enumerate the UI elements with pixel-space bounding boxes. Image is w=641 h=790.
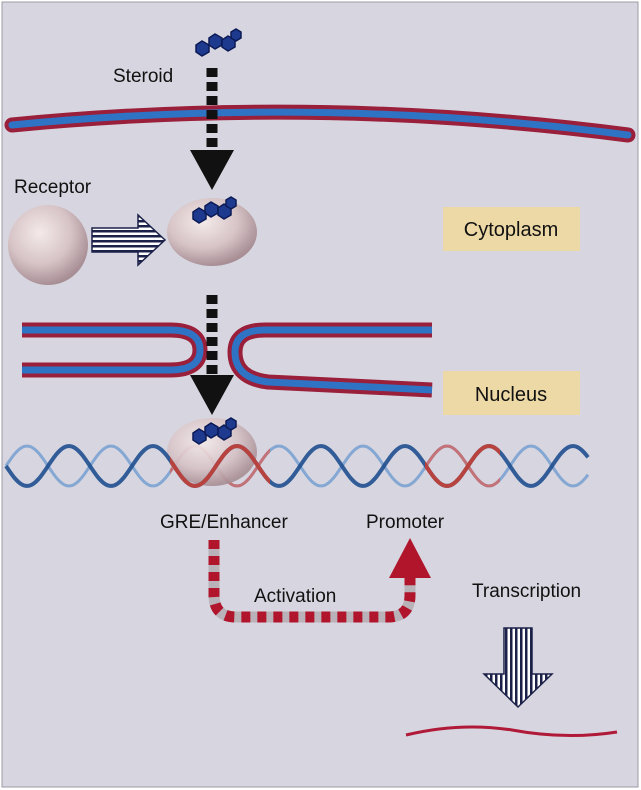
activation-arrow — [208, 538, 431, 623]
promoter-label: Promoter — [366, 512, 445, 533]
gre-enhancer-label: GRE/Enhancer — [160, 512, 288, 533]
receptor-on-dna — [167, 417, 257, 486]
dna-strand-back — [4, 444, 590, 488]
steroid-molecule-icon — [195, 28, 242, 57]
nucleus-label: Nucleus — [475, 384, 547, 406]
nucleus-box: Nucleus — [443, 371, 580, 415]
receptor-icon — [8, 205, 88, 285]
cytoplasm-label: Cytoplasm — [464, 219, 558, 241]
dna-strand-segment — [425, 444, 500, 488]
receptor-label: Receptor — [14, 177, 92, 198]
cell-membrane — [4, 104, 636, 143]
dna-strand-front — [4, 444, 590, 488]
steroid-label: Steroid — [113, 66, 173, 87]
dna-strand-segment — [425, 444, 500, 488]
nuclear-envelope-left — [22, 322, 208, 378]
nuclear-entry-arrow — [190, 295, 234, 415]
steroid-entry-arrow — [190, 68, 234, 190]
transcription-arrow — [482, 627, 554, 709]
receptor-steroid-complex — [167, 196, 257, 266]
binding-arrow — [91, 213, 167, 267]
mrna-strand — [405, 725, 618, 738]
activation-label: Activation — [254, 586, 336, 607]
cytoplasm-box: Cytoplasm — [443, 207, 580, 251]
nuclear-envelope-right — [227, 322, 433, 398]
transcription-label: Transcription — [472, 581, 581, 602]
dna-helix — [4, 417, 590, 488]
